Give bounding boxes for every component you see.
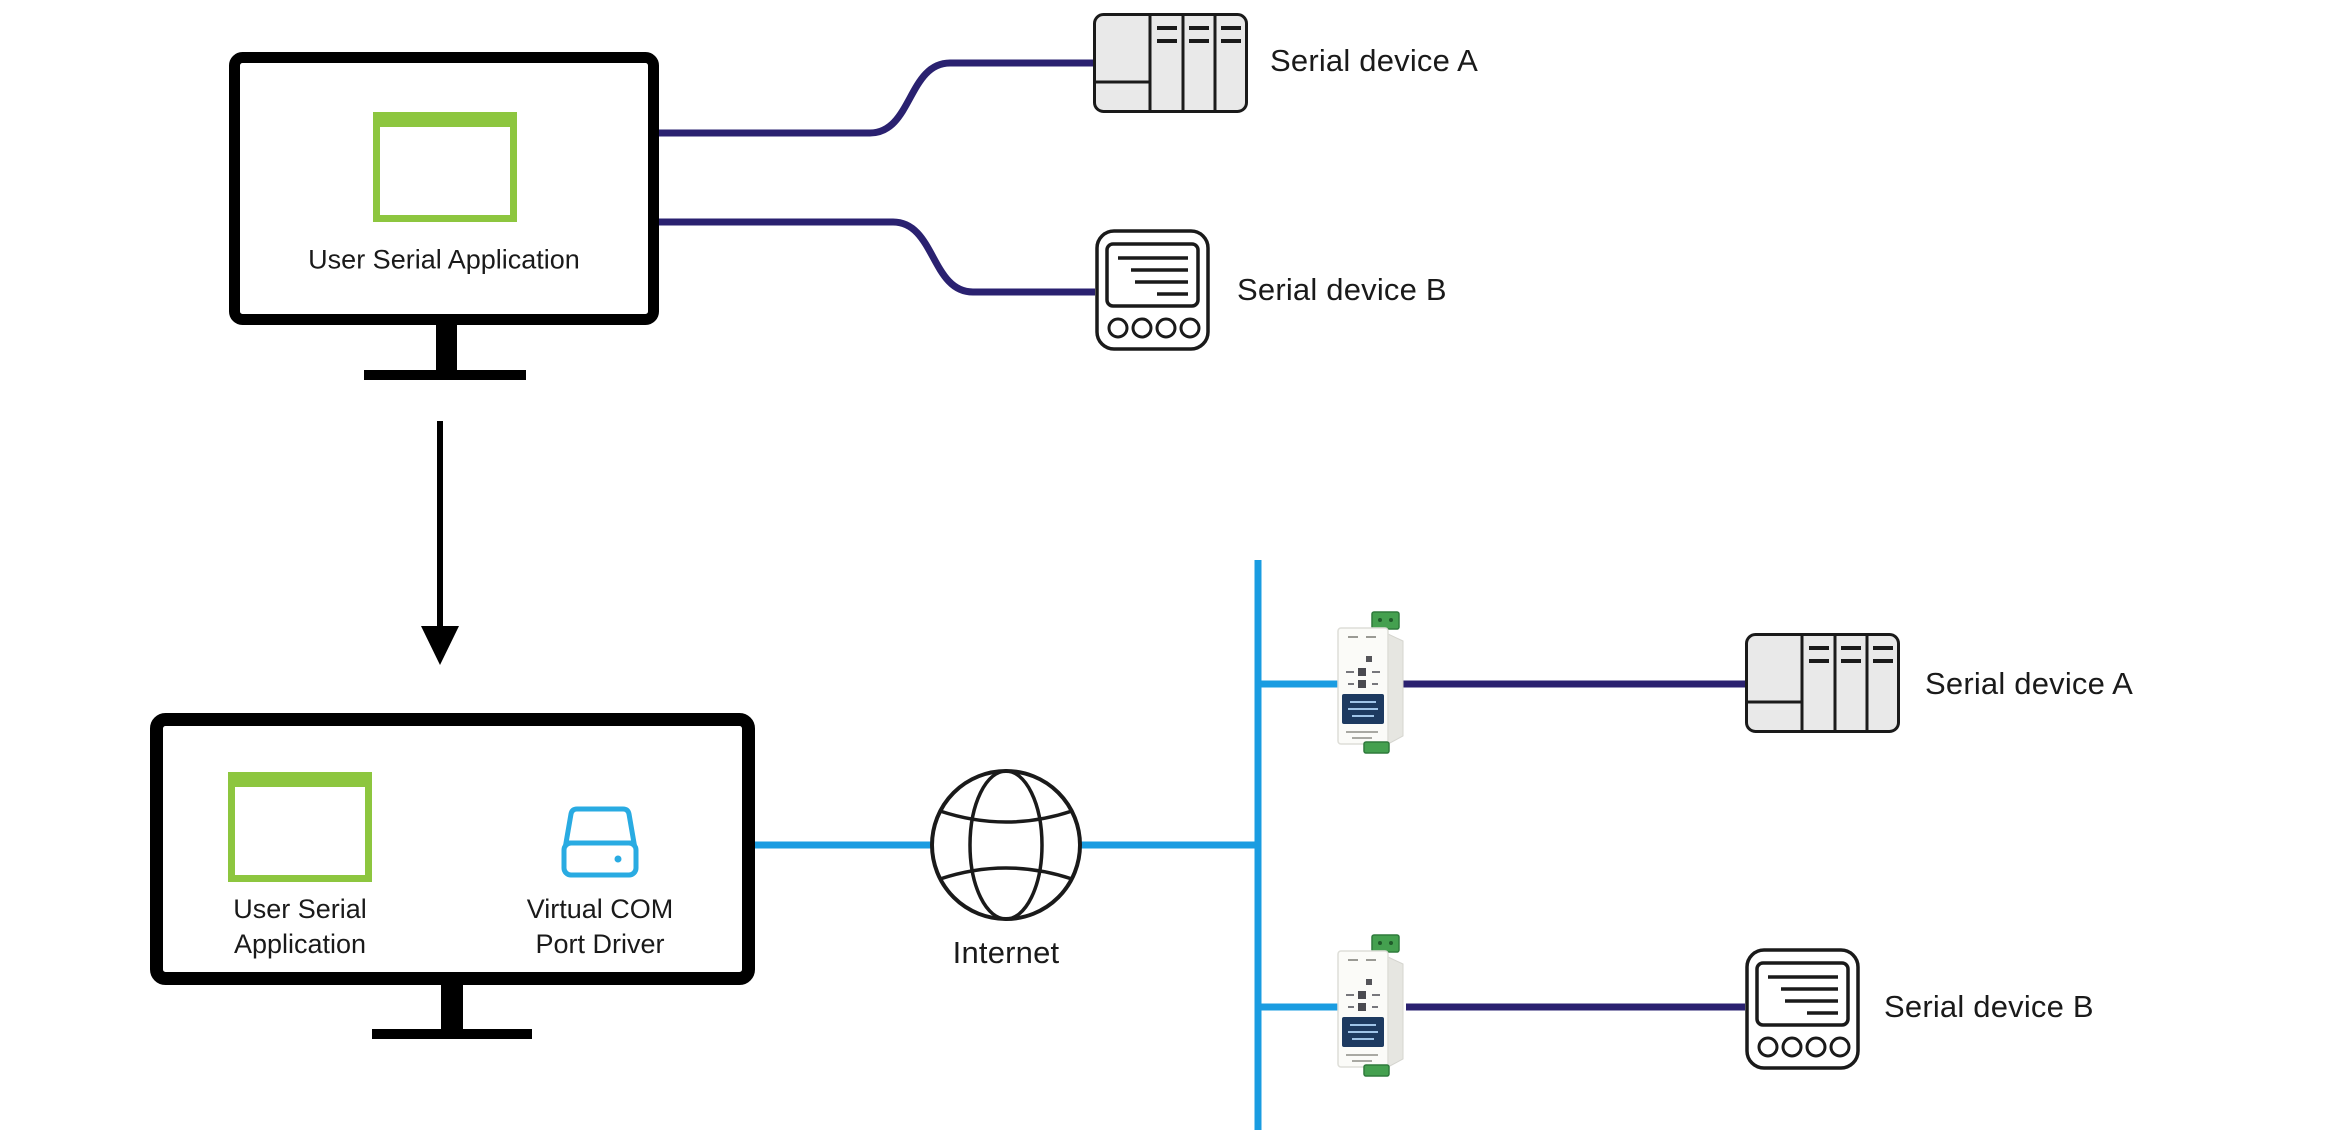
bottom-device-b-label: Serial device B	[1884, 989, 2094, 1024]
hmi-icon-bottom	[1745, 948, 1860, 1070]
internet-label: Internet	[952, 935, 1060, 970]
serial-cable-a-top	[659, 59, 1093, 137]
hmi-icon-top	[1095, 229, 1210, 351]
serial-cable-b-top	[659, 218, 1095, 296]
virtual-com-driver-label-line2: Port Driver	[535, 929, 665, 959]
bottom-computer-label-line1: User Serial	[233, 894, 367, 924]
plc-icon-top	[1092, 12, 1249, 114]
top-device-b-label: Serial device B	[1237, 272, 1447, 307]
arrow-down-icon	[421, 421, 459, 665]
bottom-computer-label: User Serial Application	[233, 892, 367, 962]
bottom-device-a-label: Serial device A	[1925, 666, 2134, 701]
internet-globe-icon	[930, 769, 1082, 921]
virtual-com-driver-label-line1: Virtual COM	[526, 894, 674, 924]
app-window-icon-bottom	[228, 772, 372, 882]
computer-icon-top	[229, 52, 659, 380]
app-window-icon-top	[373, 112, 517, 222]
device-server-icon-a	[1337, 611, 1404, 754]
virtual-com-driver-icon	[561, 806, 639, 878]
top-device-a-label: Serial device A	[1270, 43, 1479, 78]
plc-icon-bottom	[1744, 632, 1901, 734]
top-computer-label: User Serial Application	[308, 244, 580, 275]
device-server-icon-b	[1337, 934, 1404, 1077]
virtual-com-driver-label: Virtual COM Port Driver	[527, 892, 674, 962]
bottom-computer-label-line2: Application	[233, 929, 367, 959]
